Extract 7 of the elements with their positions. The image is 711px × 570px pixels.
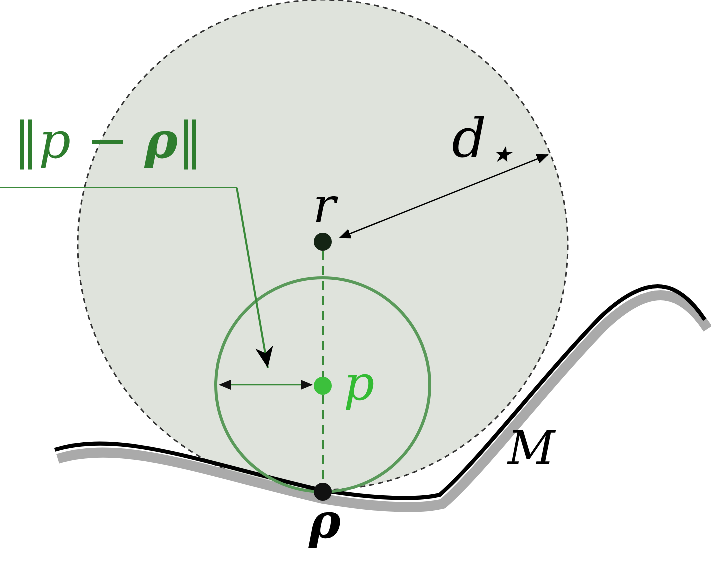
math-label: M [508,425,556,471]
leader-line [236,188,274,368]
point-label: p [344,360,375,408]
point-label: ρ [309,498,341,546]
point-label: r [313,182,336,230]
dashed-line [322,251,324,377]
math-label: d$_{⋆}$ [452,112,515,176]
